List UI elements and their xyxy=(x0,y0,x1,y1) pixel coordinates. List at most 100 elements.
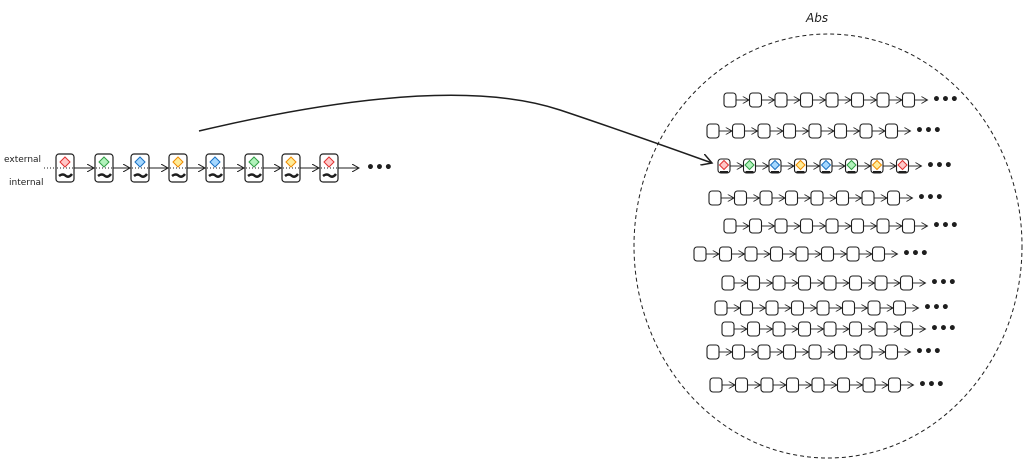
abs-node-box xyxy=(706,344,720,360)
abs-node-box xyxy=(808,344,822,360)
abs-node-box xyxy=(901,218,916,234)
abs-node-box xyxy=(774,92,788,108)
abs-node-box xyxy=(859,344,873,360)
abs-row: ••• xyxy=(708,190,944,206)
abs-node-box xyxy=(772,275,786,291)
abs-node-box xyxy=(899,275,914,291)
abs-row-ellipsis: ••• xyxy=(902,246,929,262)
abs-node-box xyxy=(797,321,812,337)
abs-row: ••• xyxy=(717,158,953,174)
abs-node-box xyxy=(731,123,746,139)
diamond-icon xyxy=(846,159,857,171)
diamond-icon xyxy=(323,156,335,168)
abs-node-box xyxy=(718,246,733,262)
left-chain xyxy=(44,153,359,183)
abs-node-box xyxy=(850,218,865,234)
scribble-icon xyxy=(247,173,262,178)
abs-row: ••• xyxy=(723,92,959,108)
chain-node xyxy=(130,153,168,183)
abs-node-box xyxy=(867,300,881,316)
scribble-icon xyxy=(208,173,223,178)
abs-node-box xyxy=(871,246,886,262)
abs-node-box xyxy=(876,218,890,234)
diamond-icon xyxy=(172,156,184,168)
abs-node-box xyxy=(757,344,771,360)
abs-node-box xyxy=(820,246,835,262)
chain-node xyxy=(244,153,281,183)
abs-node-box xyxy=(709,377,723,393)
abs-node-box xyxy=(733,190,748,206)
abs-node-box xyxy=(799,218,814,234)
abs-node-box xyxy=(759,190,773,206)
scribble-icon xyxy=(58,173,73,178)
abs-node-box xyxy=(810,190,824,206)
abs-row-ellipsis: ••• xyxy=(917,190,944,206)
abs-node-box xyxy=(744,246,758,262)
abs-node-box xyxy=(846,246,860,262)
diamond-icon xyxy=(59,156,71,168)
abs-node-box xyxy=(790,300,805,316)
abs-node-box xyxy=(859,123,873,139)
abs-row: ••• xyxy=(723,218,959,234)
abs-node-box xyxy=(816,300,830,316)
abs-node-box xyxy=(874,275,888,291)
abs-node-box xyxy=(795,246,809,262)
chain-node xyxy=(319,153,359,183)
abs-node-box xyxy=(825,92,839,108)
abs-row: ••• xyxy=(709,377,945,393)
abs-node-box xyxy=(774,218,788,234)
abs-node-box xyxy=(765,300,779,316)
abs-node-box xyxy=(835,190,850,206)
abs-node-box xyxy=(841,300,856,316)
abs-node-box xyxy=(748,92,763,108)
abs-node-box xyxy=(746,321,761,337)
abs-node-box xyxy=(782,123,797,139)
diamond-icon xyxy=(744,159,755,171)
abs-node-box xyxy=(823,321,837,337)
diamond-icon xyxy=(248,156,260,168)
abs-row-ellipsis: ••• xyxy=(930,275,957,291)
abs-node-box xyxy=(693,246,707,262)
abs-node-box xyxy=(721,321,735,337)
zoom-connector-arrow xyxy=(198,94,712,163)
abs-node-box xyxy=(808,123,822,139)
abs-node-box xyxy=(714,300,728,316)
chain-node xyxy=(55,153,94,183)
abs-node-box xyxy=(785,377,800,393)
scribble-icon xyxy=(284,173,299,178)
diamond-icon xyxy=(285,156,297,168)
abs-node-box xyxy=(862,377,876,393)
abs-row-ellipsis: ••• xyxy=(932,218,959,234)
abs-row: ••• xyxy=(706,123,942,139)
abs-node-box xyxy=(739,300,754,316)
abs-node-box xyxy=(746,275,761,291)
chain-node xyxy=(205,153,244,183)
abs-row-ellipsis: ••• xyxy=(923,300,950,316)
abs-title: Abs xyxy=(805,11,828,25)
diamond-icon xyxy=(871,159,883,171)
diamond-icon xyxy=(769,159,781,171)
external-label: external xyxy=(4,155,41,165)
abs-node-box xyxy=(876,92,890,108)
abs-row-ellipsis: ••• xyxy=(926,158,953,174)
abs-node-box xyxy=(901,92,916,108)
chain-node xyxy=(94,153,130,183)
abs-node-box xyxy=(899,321,914,337)
abs-node-box xyxy=(887,377,902,393)
abs-node-box xyxy=(848,321,863,337)
abs-node-box xyxy=(708,190,722,206)
abs-node-box xyxy=(884,344,899,360)
abs-node-box xyxy=(757,123,771,139)
diamond-icon xyxy=(820,159,832,171)
abs-node-box xyxy=(731,344,746,360)
abs-node-box xyxy=(811,377,825,393)
abs-node-box xyxy=(850,92,865,108)
chain-node xyxy=(168,153,205,183)
abs-node-box xyxy=(760,377,774,393)
abs-node-box xyxy=(861,190,875,206)
abs-node-box xyxy=(721,275,735,291)
abs-node-box xyxy=(797,275,812,291)
abs-node-box xyxy=(874,321,888,337)
abs-node-box xyxy=(836,377,851,393)
scribble-icon xyxy=(322,173,337,178)
